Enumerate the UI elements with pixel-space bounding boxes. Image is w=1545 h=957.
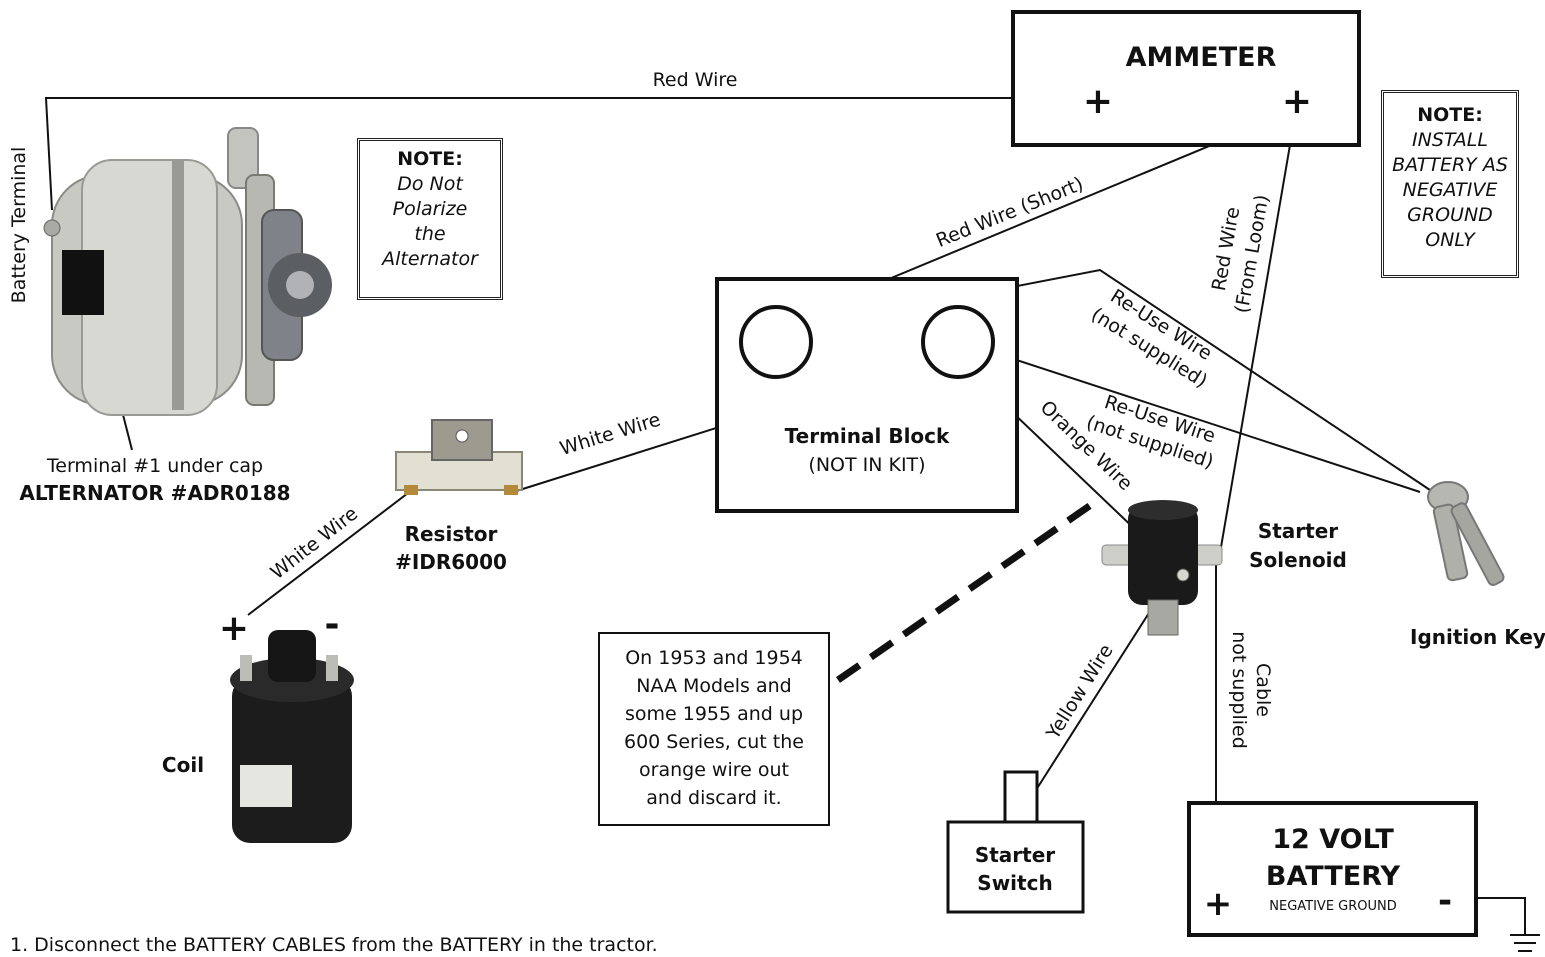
ignition-key-label: Ignition Key	[1410, 625, 1545, 649]
re-use-wire-2	[985, 349, 1421, 493]
alternator-terminal-label: Terminal #1 under cap	[46, 455, 263, 477]
battery: 12 VOLT BATTERY NEGATIVE GROUND + -	[1187, 801, 1478, 937]
note-battery-line-3: NEGATIVE	[1402, 179, 1498, 201]
ignition-key-image	[1427, 481, 1505, 586]
starter-solenoid-label-1: Starter	[1258, 519, 1338, 543]
cable-label-2: not supplied	[1228, 631, 1250, 749]
terminal-block: Terminal Block (NOT IN KIT)	[715, 277, 1019, 513]
ammeter: AMMETER + +	[1011, 10, 1361, 147]
terminal-post-right	[921, 305, 995, 379]
terminal-block-name: Terminal Block	[785, 424, 950, 448]
ammeter-right-plus: +	[1282, 81, 1312, 122]
ammeter-title: AMMETER	[1126, 42, 1277, 73]
white-wire-coil-label: White Wire	[267, 503, 363, 584]
note-battery-line-5: ONLY	[1425, 229, 1475, 251]
white-wire-block-label: White Wire	[557, 409, 663, 460]
starter-switch-label-1: Starter	[975, 843, 1055, 867]
resistor-label-2: #IDR6000	[395, 550, 507, 574]
coil-plus: +	[219, 608, 249, 649]
note-install-battery: NOTE: INSTALL BATTERY AS NEGATIVE GROUND…	[1381, 90, 1519, 278]
info-line-3: some 1955 and up	[624, 703, 804, 725]
alternator-name: ALTERNATOR #ADR0188	[19, 481, 290, 505]
resistor-image	[395, 419, 523, 495]
battery-title: BATTERY	[1266, 861, 1401, 892]
white-wire-coil	[247, 489, 413, 616]
note-polarize-line-3: the	[414, 223, 446, 245]
battery-plus: +	[1204, 884, 1233, 924]
instruction-step-1: 1. Disconnect the BATTERY CABLES from th…	[10, 934, 658, 956]
battery-minus: -	[1438, 881, 1452, 921]
coil-label: Coil	[162, 753, 204, 777]
note-polarize-line-1: Do Not	[397, 173, 463, 195]
info-line-1: On 1953 and 1954	[625, 647, 803, 669]
starter-solenoid-image	[1101, 500, 1223, 636]
note-battery-title: NOTE:	[1417, 104, 1483, 126]
yellow-wire-label: Yellow Wire	[1042, 641, 1118, 744]
starter-switch: Starter Switch	[946, 770, 1085, 914]
info-box-orange-wire: On 1953 and 1954 NAA Models and some 195…	[598, 632, 830, 826]
red-wire-top	[44, 97, 1082, 211]
note-polarize-line-4: Alternator	[382, 248, 478, 270]
note-battery-line-4: GROUND	[1407, 204, 1493, 226]
note-battery-line-1: INSTALL	[1412, 129, 1488, 151]
note-do-not-polarize: NOTE: Do Not Polarize the Alternator	[357, 138, 503, 300]
note-polarize-line-2: Polarize	[392, 198, 468, 220]
battery-terminal-label: Battery Terminal	[8, 147, 30, 304]
note-battery-line-2: BATTERY AS	[1392, 154, 1508, 176]
coil-image	[230, 630, 354, 843]
battery-voltage: 12 VOLT	[1272, 824, 1394, 855]
red-wire-top-label: Red Wire	[653, 69, 738, 91]
cable-label-1: Cable	[1252, 663, 1274, 717]
red-wire-short-label: Red Wire (Short)	[933, 173, 1087, 252]
terminal-block-note: (NOT IN KIT)	[808, 454, 925, 476]
red-wire-from-loom	[1219, 109, 1297, 554]
resistor-label-1: Resistor	[405, 522, 498, 546]
ground-wire	[1476, 897, 1526, 935]
note-polarize-title: NOTE:	[397, 148, 463, 170]
info-line-6: and discard it.	[646, 787, 782, 809]
starter-switch-label-2: Switch	[977, 871, 1052, 895]
terminal-post-left	[739, 305, 813, 379]
dashed-orange-leader	[836, 497, 1100, 683]
info-line-4: 600 Series, cut the	[624, 731, 804, 753]
info-line-2: NAA Models and	[636, 675, 792, 697]
ammeter-left-plus: +	[1083, 81, 1113, 122]
battery-subtitle: NEGATIVE GROUND	[1269, 899, 1397, 914]
coil-minus: -	[325, 604, 340, 645]
starter-solenoid-label-2: Solenoid	[1249, 548, 1347, 572]
info-line-5: orange wire out	[639, 759, 789, 781]
alternator-image	[43, 127, 332, 416]
